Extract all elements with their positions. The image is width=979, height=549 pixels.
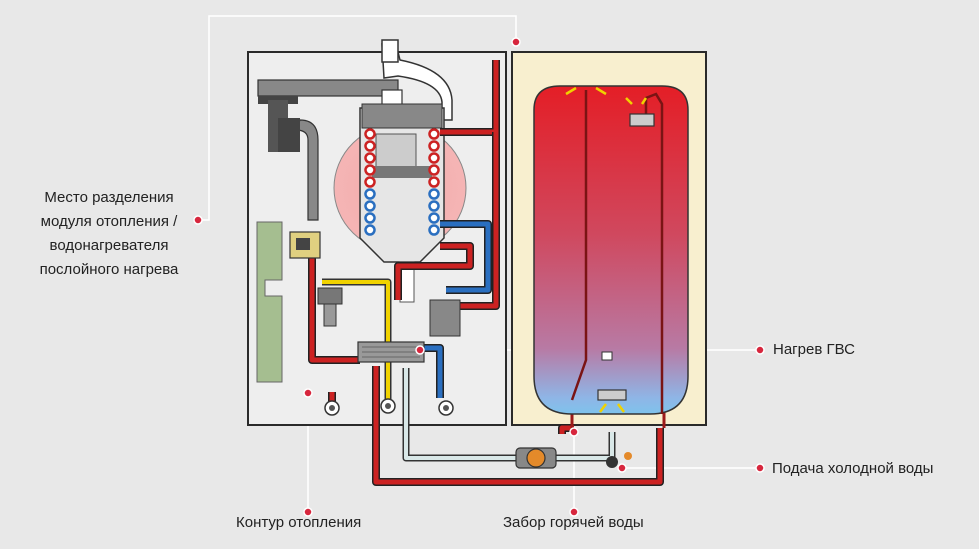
pipes [308, 60, 666, 486]
cold-callout-dot [755, 463, 765, 473]
tank-vessel [533, 85, 689, 415]
fan-unit [317, 287, 343, 305]
circulation-pump [515, 447, 557, 469]
dhw-heating-label: Нагрев ГВС [773, 341, 855, 358]
heat-exchanger-coils-left [364, 128, 376, 236]
hot-water-intake-label: Забор горячей воды [503, 514, 644, 531]
components [289, 231, 632, 469]
split-callout-dot [193, 215, 203, 225]
split-point-label-line-3: водонагревателя [49, 237, 169, 254]
split-callout-line [200, 15, 517, 221]
split-point-label: Место разделения модуля отопления / водо… [24, 186, 194, 282]
callout-dots [193, 37, 765, 517]
dhw-callout-dot [755, 345, 765, 355]
circuit-callout-target-dot [303, 388, 313, 398]
mixing-valve [624, 452, 632, 460]
three-way-valve [323, 303, 337, 327]
hot-callout-dot [569, 507, 579, 517]
circuit-callout-dot [303, 507, 313, 517]
split-callout-target-dot [511, 37, 521, 47]
water-tank [533, 85, 689, 415]
dhw-callout-target-dot [415, 345, 425, 355]
heat-exchanger-coils-right [428, 128, 440, 236]
tank-bottom-diffuser [597, 389, 627, 401]
split-point-label-line-4: послойного нагрева [39, 261, 179, 278]
cold-water-valve [606, 456, 618, 468]
tank-top-sensor [629, 113, 655, 127]
split-point-label-line-2: модуля отопления / [40, 213, 178, 230]
control-panel [256, 221, 283, 383]
expansion-vessel [429, 299, 461, 337]
hot-callout-target-dot [569, 427, 579, 437]
flue-system [257, 39, 453, 221]
cold-callout-target-dot [617, 463, 627, 473]
split-point-label-line-1: Место разделения [44, 189, 174, 206]
tank-thermostat [601, 351, 613, 361]
cold-water-supply-label: Подача холодной воды [772, 460, 934, 477]
heating-circuit-label: Контур отопления [236, 514, 362, 531]
